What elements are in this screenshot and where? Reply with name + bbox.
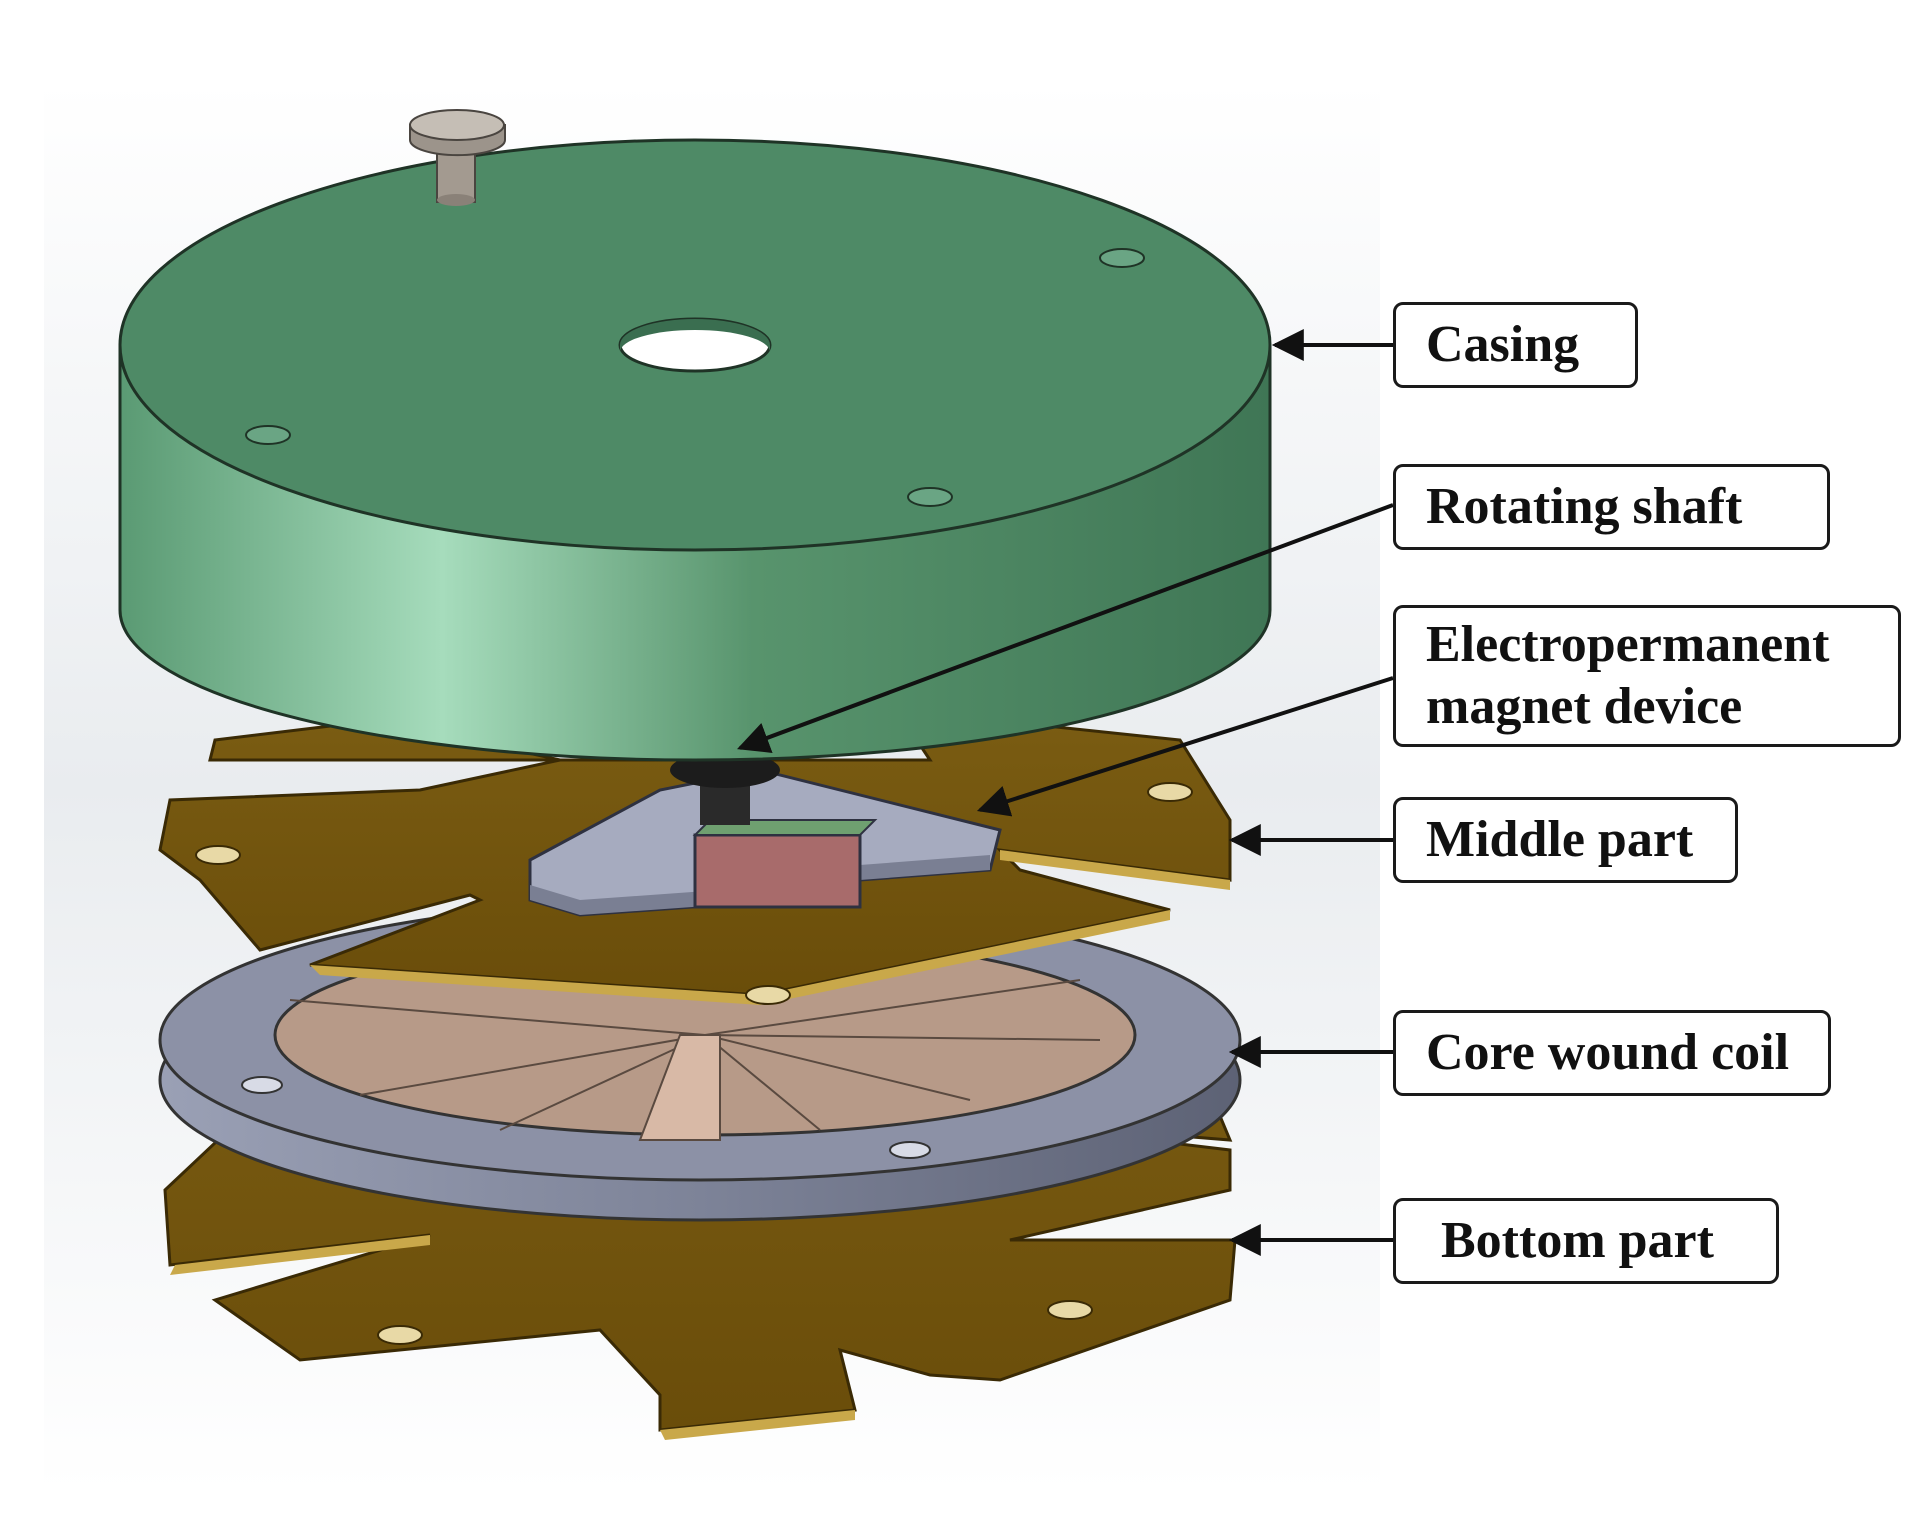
bottom-part-label-text: Bottom part <box>1441 1212 1714 1269</box>
core-wound-coil-label: Core wound coil <box>1393 1010 1831 1096</box>
middle-part-label-text: Middle part <box>1426 811 1694 868</box>
casing-label: Casing <box>1393 302 1638 388</box>
rotating-shaft-arrow <box>737 503 1394 753</box>
epm-label-line1: Electropermanent <box>1426 616 1830 673</box>
rotating-shaft-label-text: Rotating shaft <box>1426 478 1743 535</box>
bottom-part-label: Bottom part <box>1393 1198 1779 1284</box>
electropermanent-magnet-device <box>528 752 1002 917</box>
rotating-shaft-label: Rotating shaft <box>1393 464 1830 550</box>
leader-lines <box>737 329 1395 1256</box>
casing-label-text: Casing <box>1426 316 1580 373</box>
middle-part-label: Middle part <box>1393 797 1738 883</box>
epm-arrow <box>976 676 1394 817</box>
screw <box>409 109 506 206</box>
electropermanent-magnet-device-label: Electropermanent magnet device <box>1393 605 1901 747</box>
epm-label-line2: magnet device <box>1426 678 1743 735</box>
core-wound-coil-label-text: Core wound coil <box>1426 1024 1790 1081</box>
casing <box>118 138 1272 762</box>
